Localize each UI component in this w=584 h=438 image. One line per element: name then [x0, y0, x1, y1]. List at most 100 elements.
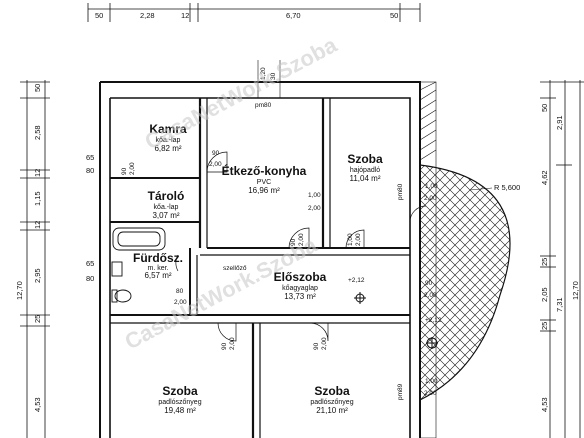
opening-2-width: 1,00	[308, 192, 321, 199]
left-dimension-chain	[20, 80, 50, 438]
right-dim-total: 12,70	[571, 281, 580, 300]
pm80-right-label: pm80	[397, 183, 404, 200]
room-area: 21,10 m²	[316, 406, 348, 415]
opening-7-width: 90	[221, 342, 228, 350]
opening-2-height: 2,00	[308, 205, 321, 212]
right-dim-1: 50	[540, 104, 549, 112]
room-szoba-1: Szoba hajópadló 11,04 m²	[347, 152, 383, 183]
ventilation-label: szellőző	[223, 265, 247, 272]
top-dimension-chain: 50 2,28 12 6,70 50	[87, 3, 421, 22]
opening-6-height: 2,00	[174, 299, 187, 306]
opening-3-width: 90	[290, 238, 297, 246]
right-dimension-chain	[540, 80, 584, 438]
room-name: Szoba	[314, 384, 350, 398]
pm80-top-label: pm80	[255, 102, 272, 109]
watermark-text-1: CasaNetWork.Szoba	[141, 32, 342, 155]
room-name: Szoba	[162, 384, 198, 398]
right-dim-4: 2,05	[540, 287, 549, 302]
bay-terrace: R 5,600	[419, 164, 520, 401]
opening-4-width: 1,00	[347, 233, 354, 246]
radius-label: R 5,600	[494, 183, 520, 192]
room-furdoszoba: Fürdősz. m. ker. 6,57 m²	[133, 251, 183, 280]
opening-8-height: 2,00	[321, 337, 328, 350]
left-dim-4: 1,15	[33, 191, 42, 206]
left-dim-2: 2,58	[33, 125, 42, 140]
left-dimension-labels: 50 2,58 12 1,15 12 2,95 25 4,53 12,70 65…	[15, 84, 94, 412]
right-dim-3: 25	[540, 258, 549, 266]
room-szoba-2: Szoba padlószőnyeg 19,48 m²	[158, 384, 201, 415]
terrace-level-label: +2,12	[425, 317, 442, 324]
room-eloszoba: Előszoba kőagyaglap 13,73 m²	[274, 270, 327, 301]
room-floor: hajópadló	[350, 167, 380, 174]
door-swings	[175, 151, 427, 342]
left-marker-3: 65	[86, 259, 94, 268]
room-name: Szoba	[347, 152, 383, 166]
floor-level-label: +2,12	[348, 277, 365, 284]
left-dim-6: 2,95	[33, 268, 42, 283]
vent-top-b: 30	[270, 72, 277, 80]
left-marker-1: 65	[86, 153, 94, 162]
room-floor: kőagyaglap	[282, 285, 318, 292]
right-dim-mid-1: 2,91	[555, 115, 564, 130]
room-floor: m. ker.	[147, 265, 168, 272]
room-floor: PVC	[257, 179, 271, 186]
room-name: Fürdősz.	[133, 251, 183, 265]
room-name: Tároló	[148, 189, 185, 203]
left-dim-8: 4,53	[33, 397, 42, 412]
opening-1-height: 2,00	[209, 161, 222, 168]
opening-8-width: 90	[313, 342, 320, 350]
opening-9-width: 90	[425, 280, 433, 287]
opening-10-width: 1,00	[425, 183, 438, 190]
opening-10-height: 2,00	[424, 195, 437, 202]
top-dim-3: 12	[181, 11, 189, 20]
left-dim-5: 12	[33, 221, 42, 229]
top-dim-2: 2,28	[140, 11, 155, 20]
left-marker-2: 80	[86, 166, 94, 175]
room-area: 3,07 m²	[152, 211, 179, 220]
room-tarolo: Tároló kőa.-lap 3,07 m²	[148, 189, 185, 220]
left-dim-3: 12	[33, 169, 42, 177]
opening-7-height: 2,00	[229, 337, 236, 350]
left-dim-1: 50	[33, 84, 42, 92]
right-dim-mid-2: 7,31	[555, 297, 564, 312]
left-dim-total: 12,70	[15, 281, 24, 300]
toilet	[111, 289, 132, 303]
vent-top-a: 1,20	[260, 67, 267, 80]
right-dim-5: 25	[540, 322, 549, 330]
opening-9-height: 2,00	[424, 292, 437, 299]
room-area: 16,96 m²	[248, 186, 280, 195]
interior-walls	[110, 98, 410, 438]
room-area: 6,82 m²	[154, 144, 181, 153]
room-name: Étkező-konyha	[222, 163, 307, 178]
room-floor: kőa.-lap	[154, 204, 179, 211]
room-area: 6,57 m²	[144, 271, 171, 280]
room-name: Előszoba	[274, 270, 327, 284]
right-dimension-labels: 50 4,62 25 2,05 25 4,53 2,91 7,31 12,70	[540, 104, 580, 412]
top-dim-4: 6,70	[286, 11, 301, 20]
opening-6-width: 80	[176, 288, 184, 295]
left-dim-7: 25	[33, 315, 42, 323]
room-area: 11,04 m²	[350, 174, 381, 183]
room-szoba-3: Szoba padlószőnyeg 21,10 m²	[310, 384, 353, 415]
opening-5-height: 2,00	[129, 162, 136, 175]
washbasin	[111, 261, 123, 277]
pm89-label: pm89	[397, 383, 404, 400]
room-kamra: Kamra kőa.-lap 6,82 m²	[149, 122, 187, 153]
terrace-fixture	[426, 337, 438, 349]
opening-3-height: 2,00	[298, 233, 305, 246]
opening-4-height: 2,00	[355, 233, 362, 246]
misc-labels: pm80 pm80 pm89 szellőző +2,12 +2,12 1,20…	[223, 60, 442, 400]
room-floor: padlószőnyeg	[310, 399, 353, 406]
opening-labels: 90 2,00 1,00 2,00 90 2,00 1,00 2,00 90 2…	[121, 150, 438, 397]
opening-1-width: 90	[212, 150, 220, 157]
room-floor: padlószőnyeg	[158, 399, 201, 406]
opening-11-height: 2,00	[424, 390, 437, 397]
room-etkezo-konyha: Étkező-konyha PVC 16,96 m²	[222, 163, 307, 195]
opening-11-width: 1,00	[425, 378, 438, 385]
top-dim-1: 50	[95, 11, 103, 20]
room-name: Kamra	[149, 122, 187, 136]
room-area: 19,48 m²	[164, 406, 196, 415]
top-dim-5: 50	[390, 11, 398, 20]
right-dim-2: 4,62	[540, 170, 549, 185]
